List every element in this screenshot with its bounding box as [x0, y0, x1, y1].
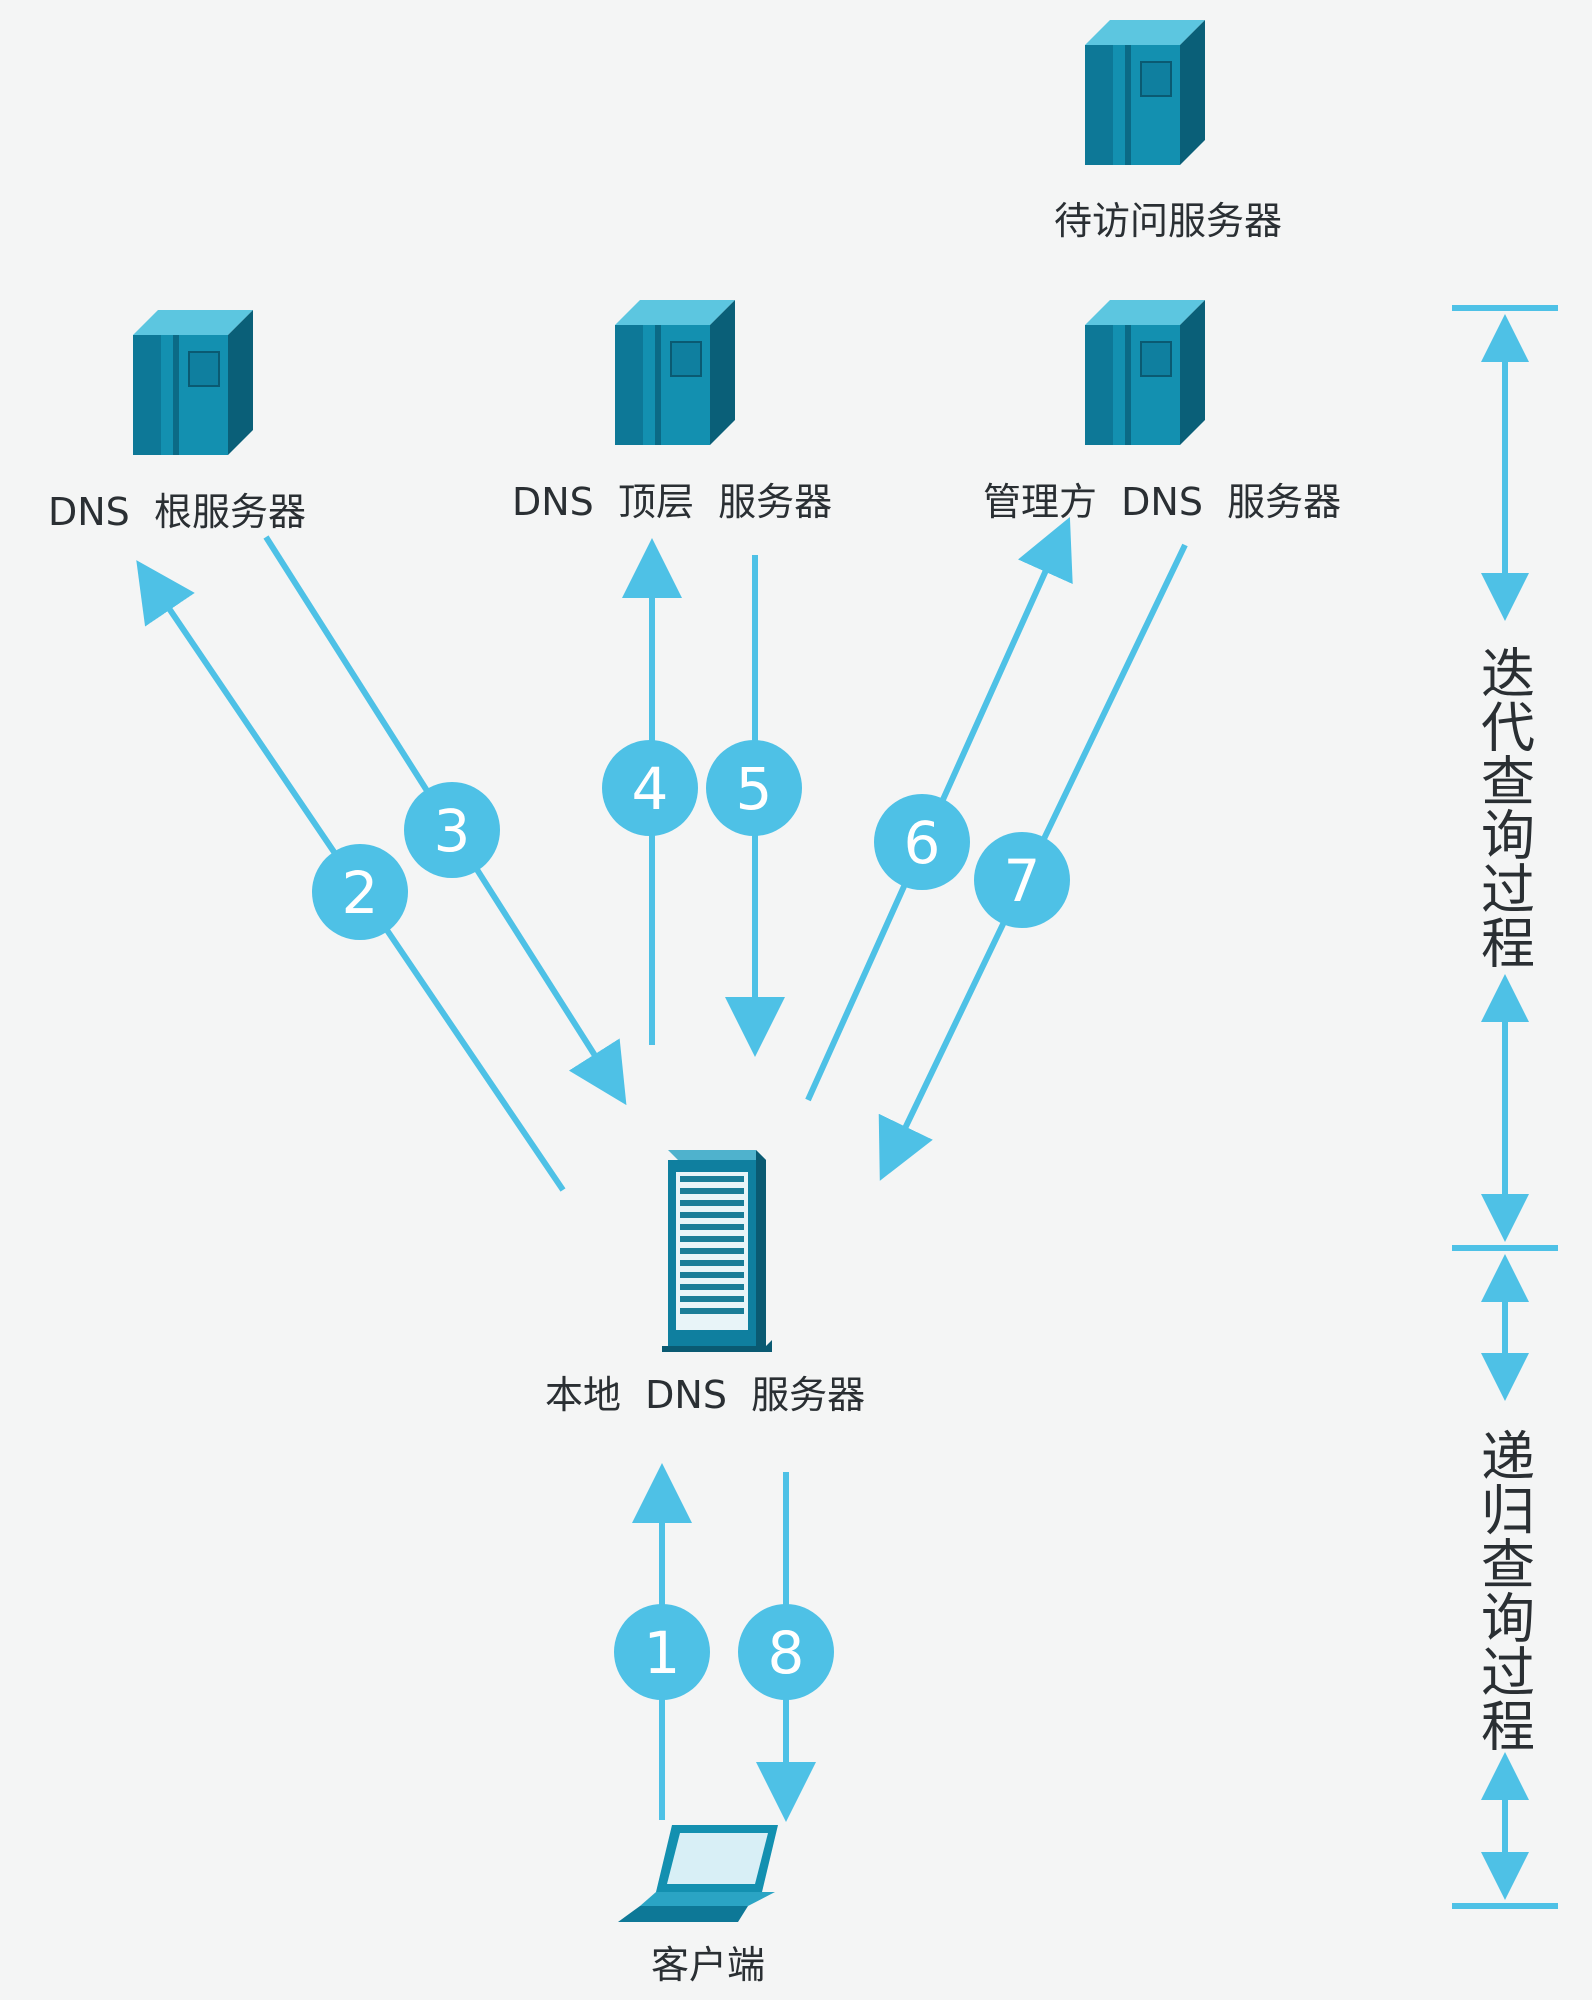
local-dns-label: 本地 DNS 服务器 — [545, 1373, 865, 1417]
step-badge-5: 5 — [706, 740, 802, 836]
tld-server-icon — [614, 299, 736, 446]
step-number: 7 — [1004, 847, 1041, 915]
step-badge-8: 8 — [738, 1604, 834, 1700]
step-badge-1: 1 — [614, 1604, 710, 1700]
authoritative-server-label: 管理方 DNS 服务器 — [983, 480, 1341, 524]
target-server-label: 待访问服务器 — [1054, 199, 1282, 243]
client-laptop-icon — [618, 1825, 778, 1922]
step-number: 1 — [644, 1619, 681, 1687]
tld-server-label: DNS 顶层 服务器 — [512, 480, 832, 524]
root-server-icon — [132, 309, 254, 456]
step-number: 2 — [342, 859, 379, 927]
iterative-query-label: 迭代查询过程 — [1472, 645, 1535, 969]
step-badge-2: 2 — [312, 844, 408, 940]
step-badge-3: 3 — [404, 782, 500, 878]
root-server-label: DNS 根服务器 — [48, 490, 306, 534]
step-number: 3 — [434, 797, 471, 865]
recursive-query-label: 递归查询过程 — [1472, 1428, 1535, 1752]
step-number: 4 — [632, 755, 669, 823]
local-dns-server-icon — [662, 1150, 772, 1352]
client-label: 客户端 — [651, 1943, 765, 1987]
step-number: 5 — [736, 755, 773, 823]
process-scale — [1452, 305, 1558, 1909]
step-number: 6 — [904, 809, 941, 877]
step-badge-7: 7 — [974, 832, 1070, 928]
step-number: 8 — [768, 1619, 805, 1687]
target-server-icon — [1084, 19, 1206, 166]
authoritative-server-icon — [1084, 299, 1206, 446]
step-badge-4: 4 — [602, 740, 698, 836]
step-badge-6: 6 — [874, 794, 970, 890]
